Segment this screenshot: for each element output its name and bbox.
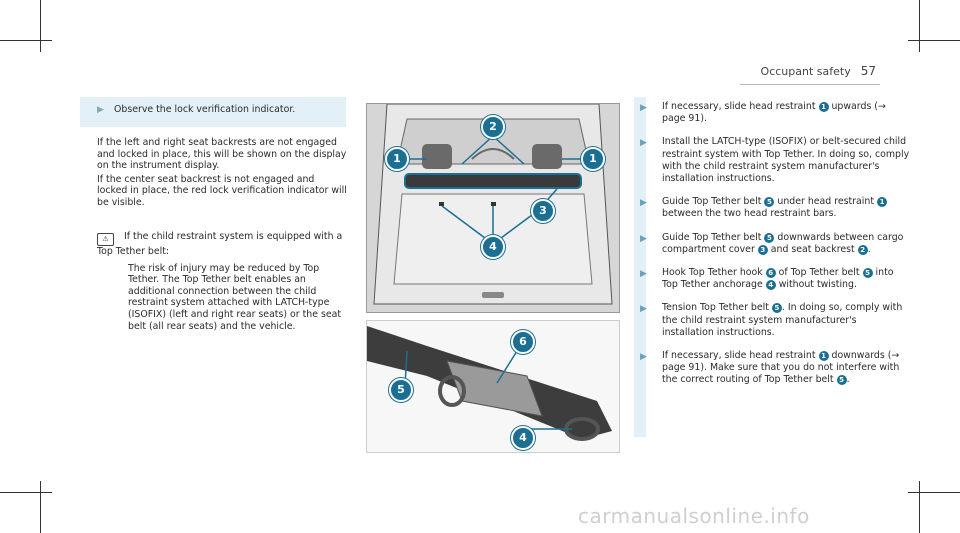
callout-number: 3	[757, 244, 768, 255]
step-text: Guide Top Tether belt 5 under head restr…	[656, 196, 910, 220]
callout-number: 1	[877, 197, 887, 208]
step-text: If necessary, slide head restraint 1 dow…	[662, 350, 900, 386]
callout-badge: 1	[581, 147, 605, 171]
note-text: If the child restraint system is equippe…	[97, 231, 343, 257]
callout-number: 5	[764, 232, 775, 243]
instruction-step: ▶ Tension Top Tether belt 5. In doing so,…	[640, 302, 910, 339]
bullet-arrow-icon: ▶	[640, 103, 647, 113]
callout-badge: 2	[481, 115, 505, 139]
page-number: 57	[860, 64, 876, 78]
bullet-arrow-icon: ▶	[640, 352, 647, 363]
crop-mark	[908, 40, 960, 41]
crop-mark	[40, 481, 41, 533]
observe-line: ▶ Observe the lock verification indicato…	[97, 104, 347, 116]
instruction-step: ▶ Guide Top Tether belt 5 under head rest…	[640, 196, 910, 220]
child-seat-note: ⚠If the child restraint system is equipp…	[97, 231, 347, 332]
bullet-arrow-icon: ▶	[640, 233, 647, 244]
instruction-step: ▶ Install the LATCH-type (ISOFIX) or belt…	[640, 136, 910, 185]
bullet-arrow-icon: ▶	[640, 198, 647, 209]
callout-number: 1	[818, 102, 829, 112]
step-text: Tension Top Tether belt 5. In doing so, …	[662, 302, 903, 338]
step-text: Install the LATCH-type (ISOFIX) or belt-…	[662, 136, 910, 185]
observe-text: Observe the lock verification indicator.	[113, 104, 296, 115]
steps-bar	[634, 97, 646, 437]
crop-mark	[919, 481, 920, 533]
callout-number: 5	[771, 303, 782, 314]
instruction-step: ▶ Guide Top Tether belt 5 downwards betwe…	[640, 232, 910, 256]
instruction-steps: ▶ If necessary, slide head restraint 1 up…	[640, 101, 910, 398]
watermark: carmanualsonline.info	[578, 504, 810, 528]
callout-badge: 4	[481, 235, 505, 259]
section-title: Occupant safety	[760, 65, 851, 78]
bullet-arrow-icon: ▶	[640, 138, 647, 149]
callout-number: 6	[765, 268, 776, 279]
crop-mark	[919, 0, 920, 52]
page-header: Occupant safety 57	[761, 64, 876, 78]
callout-number: 5	[862, 268, 873, 279]
body-text: If the left and right seat backrests are…	[97, 137, 347, 209]
crop-mark	[0, 492, 52, 493]
callout-badge: 1	[385, 147, 409, 171]
tether-hook-illustration: 6 5 4	[366, 320, 620, 453]
paragraph: If the left and right seat backrests are…	[97, 137, 347, 172]
step-text: Hook Top Tether hook 6 of Top Tether bel…	[662, 267, 894, 291]
callout-badge: 3	[531, 199, 555, 223]
callout-number: 2	[857, 244, 868, 255]
instruction-step: ▶ If necessary, slide head restraint 1 do…	[640, 350, 910, 387]
step-text: If necessary, slide head restraint 1 upw…	[662, 101, 886, 125]
bullet-arrow-icon: ▶	[640, 269, 647, 280]
paragraph: If the center seat backrest is not engag…	[97, 173, 347, 208]
instruction-step: ▶ If necessary, slide head restraint 1 up…	[640, 101, 910, 125]
callout-badge: 4	[511, 426, 535, 450]
crop-mark	[40, 0, 41, 52]
instruction-step: ▶ Hook Top Tether hook 6 of Top Tether be…	[640, 267, 910, 291]
note-detail: The risk of injury may be reduced by Top…	[128, 262, 342, 332]
crop-mark	[908, 492, 960, 493]
cargo-area-illustration: 1 2 1 3 4	[366, 103, 620, 313]
bullet-arrow-icon: ▶	[640, 304, 647, 315]
crop-mark	[0, 40, 52, 41]
callout-number: 5	[764, 197, 775, 208]
callout-number: 5	[836, 375, 847, 386]
bullet-arrow-icon: ▶	[97, 105, 104, 115]
observe-box	[80, 97, 346, 127]
callout-badge: 5	[389, 378, 413, 402]
callout-number: 1	[818, 351, 829, 362]
child-seat-icon: ⚠	[97, 233, 114, 246]
step-text: Guide Top Tether belt 5 downwards betwee…	[662, 231, 904, 255]
callout-badge: 6	[511, 330, 535, 354]
callout-number: 4	[765, 280, 776, 291]
header-rule	[740, 84, 880, 85]
